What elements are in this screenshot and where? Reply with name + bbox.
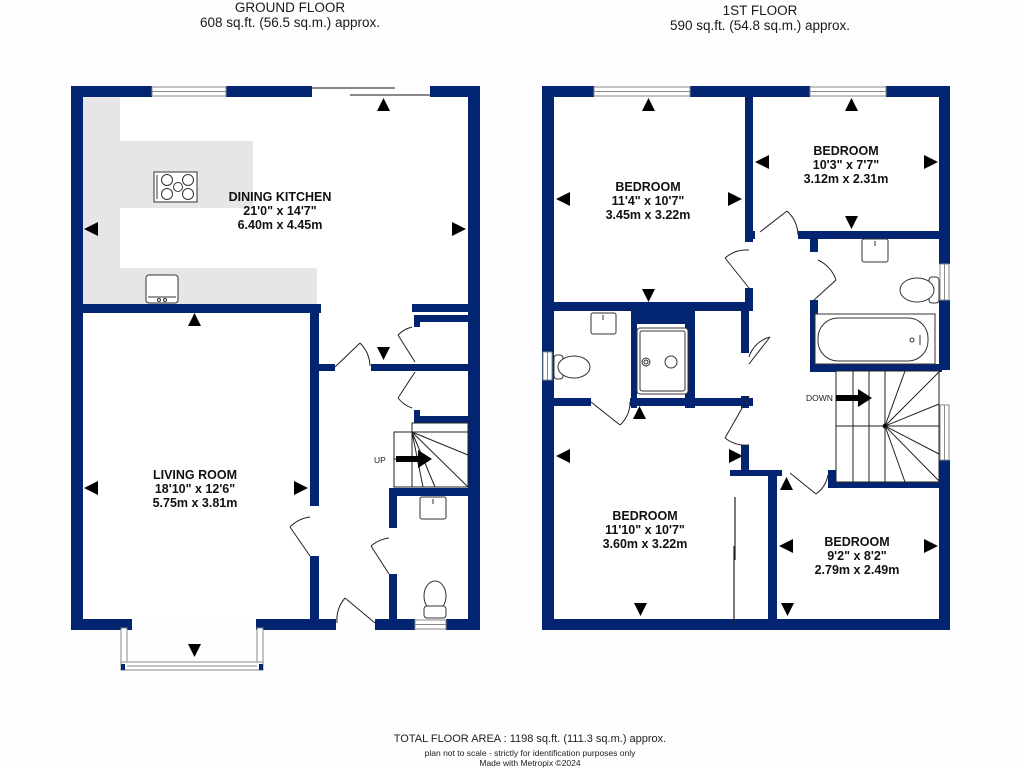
stairs-up-label: UP [374, 455, 386, 465]
room-living-room: LIVING ROOM 18'10" x 12'6" 5.75m x 3.81m [153, 468, 238, 510]
staircase-up [393, 422, 469, 488]
hob-icon [153, 171, 198, 203]
room-name: BEDROOM [824, 535, 889, 549]
room-size-metric: 3.60m x 3.22m [603, 537, 688, 551]
first-floor-plan: DOWN BEDROOM 11'4" x 10'7" 3.45m x 3.22m [542, 86, 950, 630]
ground-floor-header: GROUND FLOOR 608 sq.ft. (56.5 sq.m.) app… [140, 0, 440, 30]
ground-floor-area: 608 sq.ft. (56.5 sq.m.) approx. [199, 15, 381, 30]
room-bedroom-3: BEDROOM 11'10" x 10'7" 3.60m x 3.22m [603, 509, 688, 551]
shower-icon [636, 327, 689, 395]
room-name: DINING KITCHEN [229, 190, 332, 204]
room-size-imperial: 11'4" x 10'7" [612, 194, 685, 208]
ground-floor-walls [71, 86, 480, 630]
stairs-arrow-icon [836, 389, 872, 407]
first-floor-title: 1ST FLOOR [722, 3, 798, 18]
sliding-door [312, 87, 430, 96]
first-floor-area: 590 sq.ft. (54.8 sq.m.) approx. [669, 18, 851, 33]
room-size-metric: 6.40m x 4.45m [238, 218, 323, 232]
room-size-imperial: 21'0" x 14'7" [243, 204, 316, 218]
room-name: BEDROOM [813, 144, 878, 158]
room-size-imperial: 18'10" x 12'6" [155, 482, 235, 496]
room-size-metric: 3.45m x 3.22m [606, 208, 691, 222]
wardrobe [733, 497, 736, 625]
room-size-imperial: 11'10" x 10'7" [605, 523, 685, 537]
ground-floor-plan: UP DINING KITCHEN 21'0" x 14'7" 6.40m x … [71, 86, 480, 671]
room-size-metric: 5.75m x 3.81m [153, 496, 238, 510]
room-size-imperial: 9'2" x 8'2" [827, 549, 887, 563]
basin-icon [861, 238, 889, 263]
room-name: BEDROOM [612, 509, 677, 523]
room-name: BEDROOM [615, 180, 680, 194]
window [151, 86, 227, 97]
footer-notes: plan not to scale - strictly for identif… [330, 748, 730, 768]
room-dining-kitchen: DINING KITCHEN 21'0" x 14'7" 6.40m x 4.4… [229, 190, 332, 232]
toilet-icon [553, 354, 591, 380]
stairs-down-label: DOWN [806, 393, 833, 403]
room-bedroom-2: BEDROOM 10'3" x 7'7" 3.12m x 2.31m [804, 144, 889, 186]
staircase-down [835, 370, 940, 483]
toilet-icon [899, 276, 940, 304]
toilet-icon [423, 580, 447, 619]
room-size-metric: 3.12m x 2.31m [804, 172, 889, 186]
total-floor-area: TOTAL FLOOR AREA : 1198 sq.ft. (111.3 sq… [393, 733, 667, 745]
window [542, 86, 950, 461]
basin-icon [419, 496, 447, 520]
bay-window [120, 627, 264, 671]
credit: Made with Metropix ©2024 [479, 758, 581, 768]
door-swing [590, 210, 837, 495]
ground-floor-title: GROUND FLOOR [234, 0, 346, 15]
room-bedroom-1: BEDROOM 11'4" x 10'7" 3.45m x 3.22m [606, 180, 691, 222]
sink-icon [145, 274, 179, 304]
room-bedroom-4: BEDROOM 9'2" x 8'2" 2.79m x 2.49m [815, 535, 900, 577]
stairs-arrow-icon [396, 450, 432, 468]
kitchen-counter [82, 96, 317, 304]
disclaimer: plan not to scale - strictly for identif… [424, 748, 636, 758]
door-swing [289, 326, 416, 624]
room-size-imperial: 10'3" x 7'7" [813, 158, 880, 172]
room-size-metric: 2.79m x 2.49m [815, 563, 900, 577]
basin-icon [590, 312, 617, 335]
window-wc [414, 619, 447, 630]
bath-icon [814, 313, 936, 365]
room-name: LIVING ROOM [153, 468, 237, 482]
first-floor-header: 1ST FLOOR 590 sq.ft. (54.8 sq.m.) approx… [610, 3, 910, 33]
